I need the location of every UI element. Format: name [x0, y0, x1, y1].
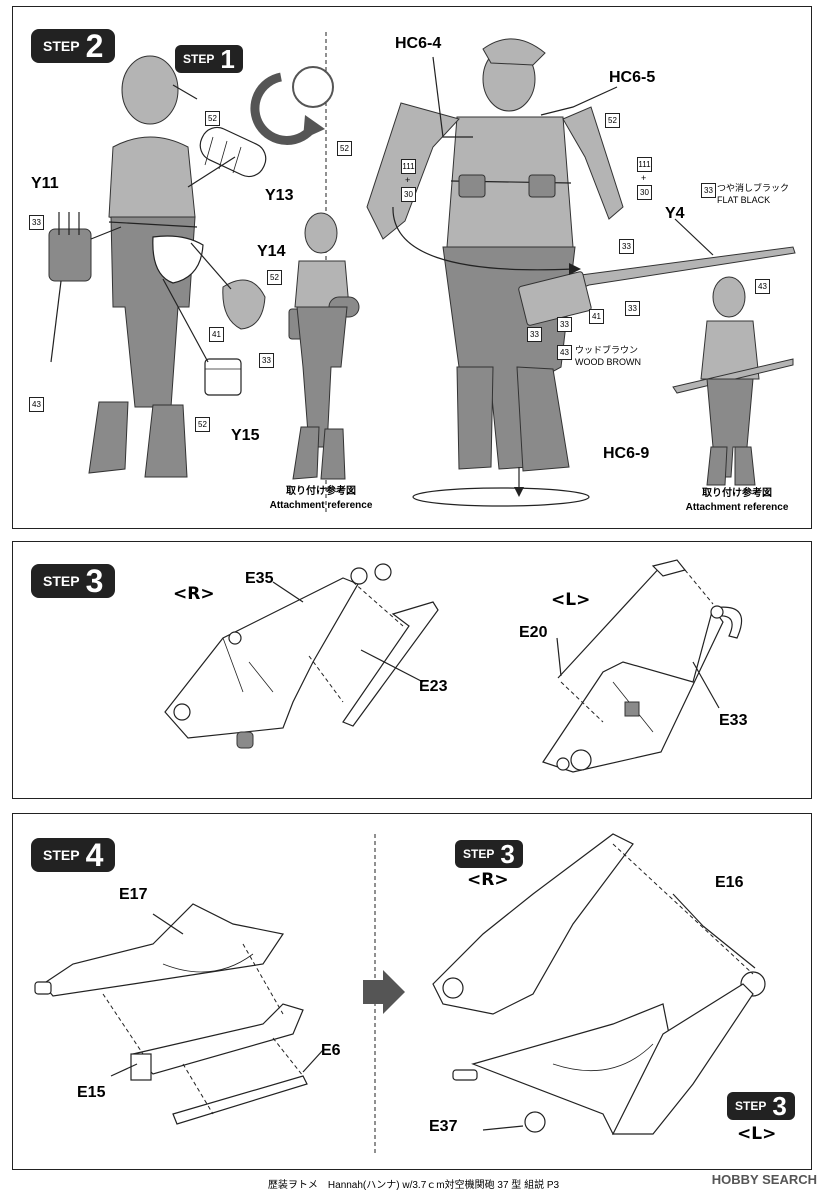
rotate-180-label: 180° — [301, 79, 324, 91]
step-word: STEP — [43, 38, 80, 54]
step-number: 3 — [500, 839, 515, 869]
step-number: 3 — [85, 563, 104, 599]
part-e6: E6 — [321, 1042, 341, 1059]
part-y13: Y13 — [265, 187, 294, 204]
part-e35: E35 — [245, 570, 274, 587]
part-hc6-5: HC6-5 — [609, 69, 656, 86]
step3-badge: STEP 3 — [31, 563, 116, 599]
part-hc6-4: HC6-4 — [395, 35, 442, 52]
color-code-30: 30 — [401, 187, 416, 202]
step-number: 3 — [772, 1091, 787, 1121]
left-side-label: <L> — [551, 590, 591, 610]
part-e33: E33 — [719, 712, 748, 729]
flat-black-jp: つや消しブラック — [717, 183, 790, 193]
color-code-41: 41 — [209, 327, 224, 342]
step4-panel: STEP 4 E17 E15 E6 E16 E37 STEP 3 <R> STE… — [12, 813, 812, 1170]
part-y14: Y14 — [257, 243, 286, 260]
left-side-label: <L> — [737, 1124, 777, 1144]
color-code-33: 33 — [625, 301, 640, 316]
color-code-52: 52 — [267, 270, 282, 285]
step-word: STEP — [183, 52, 215, 66]
plus-sign: + — [405, 175, 411, 185]
part-y11: Y11 — [31, 175, 59, 192]
attachment-ref-en: Attachment reference — [269, 500, 373, 511]
step-word: STEP — [43, 573, 80, 589]
part-e20: E20 — [519, 624, 548, 641]
part-e23: E23 — [419, 678, 448, 695]
wood-brown-jp: ウッドブラウン — [575, 345, 639, 355]
color-code-43: 43 — [557, 345, 572, 360]
color-code-33: 33 — [259, 353, 274, 368]
step-word: STEP — [463, 847, 495, 861]
step-number: 4 — [85, 837, 104, 873]
step-number: 1 — [220, 44, 235, 74]
step3-panel: STEP 3 <R> <L> E35 E23 E20 E33 — [12, 541, 812, 799]
part-hc6-9: HC6-9 — [603, 445, 650, 462]
step3-ref-badge-l: STEP 3 — [727, 1092, 795, 1120]
step-number: 2 — [85, 28, 104, 64]
part-y15: Y15 — [231, 427, 260, 444]
color-code-111: 111 — [401, 159, 416, 174]
part-e15: E15 — [77, 1084, 106, 1101]
color-code-43: 43 — [755, 279, 770, 294]
color-code-33: 33 — [527, 327, 542, 342]
color-code-33: 33 — [701, 183, 716, 198]
color-code-33: 33 — [557, 317, 572, 332]
step4-illustration — [34, 833, 766, 1154]
watermark: HOBBY SEARCH — [711, 1172, 817, 1187]
color-code-43: 43 — [29, 397, 44, 412]
color-code-33: 33 — [29, 215, 44, 230]
color-code-52: 52 — [195, 417, 210, 432]
page-footer: 歴装ヲトメ Hannah(ハンナ) w/3.7ｃm対空機関砲 37 型 組説 P… — [267, 1180, 560, 1191]
part-y4: Y4 — [665, 205, 685, 222]
attachment-ref-jp: 取り付け参考図 — [702, 488, 772, 499]
step3-ref-badge-r: STEP 3 — [455, 840, 523, 868]
color-code-52: 52 — [605, 113, 620, 128]
step1-ref-badge: STEP 1 — [175, 45, 243, 73]
color-code-52: 52 — [337, 141, 352, 156]
plus-sign: + — [641, 173, 647, 183]
color-code-52: 52 — [205, 111, 220, 126]
color-code-33: 33 — [619, 239, 634, 254]
attachment-reference-back: 取り付け参考図 Attachment reference — [251, 485, 391, 513]
color-code-111: 111 — [637, 157, 652, 172]
part-e37: E37 — [429, 1118, 458, 1135]
step3-illustration — [164, 559, 743, 773]
flat-black-en: FLAT BLACK — [717, 195, 771, 205]
wood-brown-en: WOOD BROWN — [575, 357, 641, 367]
part-e16: E16 — [715, 874, 744, 891]
step2-badge: STEP 2 — [31, 28, 116, 64]
step4-badge: STEP 4 — [31, 837, 116, 873]
right-side-label: <R> — [173, 584, 215, 604]
part-e17: E17 — [119, 886, 148, 903]
step-word: STEP — [43, 847, 80, 863]
color-code-30: 30 — [637, 185, 652, 200]
attachment-ref-jp: 取り付け参考図 — [286, 486, 356, 497]
step2-illustration — [48, 32, 796, 512]
step2-panel: STEP 2 STEP 1 180° HC6-4 HC6-5 HC6-9 Y11… — [12, 6, 812, 529]
color-code-41: 41 — [589, 309, 604, 324]
attachment-ref-en: Attachment reference — [685, 502, 789, 513]
attachment-reference-front: 取り付け参考図 Attachment reference — [667, 487, 807, 515]
right-side-label: <R> — [467, 870, 509, 890]
step-word: STEP — [735, 1099, 767, 1113]
